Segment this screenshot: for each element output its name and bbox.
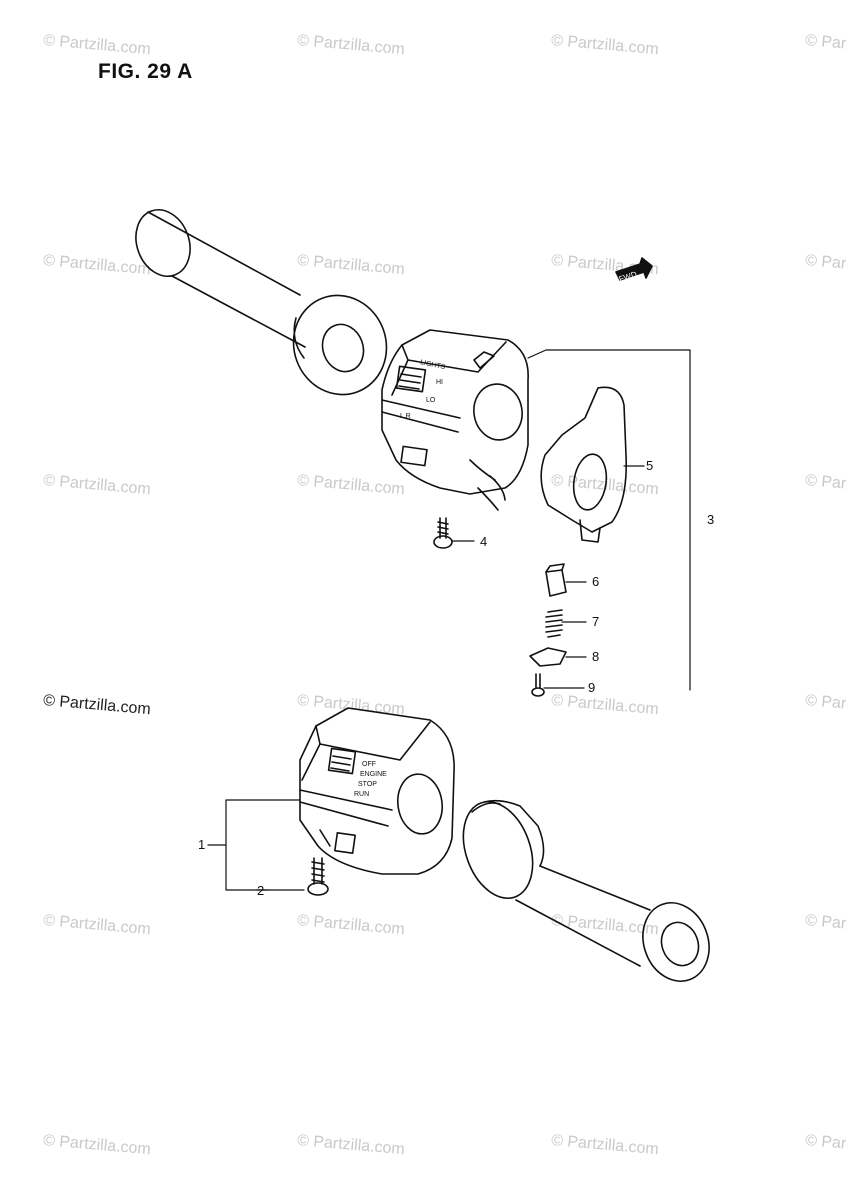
callout-9: 9 (588, 680, 595, 695)
part-4-screw (433, 517, 453, 549)
callout-6: 6 (592, 574, 599, 589)
figure-title: FIG. 29 A (98, 60, 193, 83)
callout-3: 3 (707, 512, 714, 527)
front-indicator-arrow (615, 257, 653, 281)
callout-5: 5 (646, 458, 653, 473)
label-turn: L R (400, 413, 411, 420)
label-engine: ENGINE (360, 771, 387, 778)
label-run: RUN (354, 791, 369, 798)
callout-1: 1 (198, 837, 205, 852)
part-9-screw (531, 673, 545, 697)
callout-8: 8 (592, 649, 599, 664)
label-hi: HI (436, 379, 443, 386)
callout-4: 4 (480, 534, 487, 549)
label-lo: LO (426, 397, 436, 404)
part-7-spring (545, 609, 563, 638)
right-switch-housing (299, 707, 455, 875)
label-off: OFF (362, 761, 376, 768)
label-stop: STOP (358, 781, 377, 788)
callout-7: 7 (592, 614, 599, 629)
right-housing-text: OFF ENGINE STOP RUN (354, 761, 387, 798)
part-8-plate (529, 647, 567, 667)
part-6-block (545, 563, 567, 597)
leader-lines (207, 349, 691, 891)
callout-2: 2 (257, 883, 264, 898)
left-grip (135, 209, 388, 396)
right-grip (462, 799, 710, 982)
left-switch-housing (381, 329, 529, 511)
part-2-screw (307, 857, 329, 896)
part-5-bracket (540, 386, 628, 543)
